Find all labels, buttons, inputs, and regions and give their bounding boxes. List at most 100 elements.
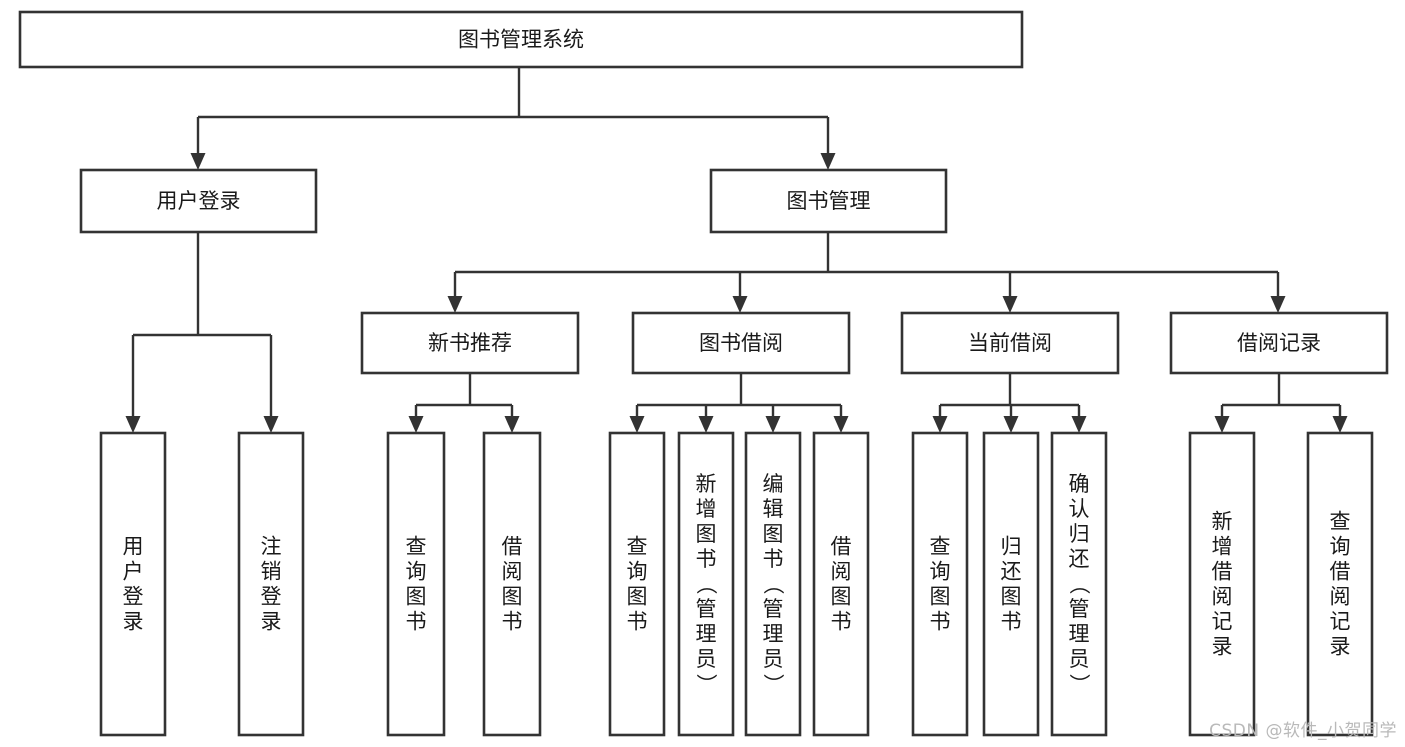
node-book-management[interactable]: 图书管理 <box>709 168 948 234</box>
node-user-login[interactable]: 用户登录 <box>79 168 318 234</box>
node-label: 新书推荐 <box>428 331 512 355</box>
connector-group <box>629 373 849 433</box>
node-label-char: 归 <box>1001 535 1022 559</box>
node-label-char: 注 <box>261 535 282 559</box>
node-label-char: 归 <box>1069 522 1090 546</box>
node-label-char: 书 <box>930 610 951 634</box>
node-label-char: 图 <box>502 585 523 609</box>
node-label-char: 询 <box>406 560 427 584</box>
connector-group <box>408 373 520 433</box>
node-label-char: 借 <box>1212 560 1233 584</box>
node-label-char: 图 <box>930 585 951 609</box>
node-label-char: 书 <box>1001 610 1022 634</box>
node-label-char: 书 <box>502 610 523 634</box>
node-label-char: 记 <box>1212 610 1233 634</box>
connector-layer <box>125 67 1348 433</box>
node-label-char: 图 <box>763 522 784 546</box>
node-label-char: 书 <box>627 610 648 634</box>
node-label-char: 确 <box>1069 472 1090 496</box>
node-label-char: 员 <box>696 647 717 671</box>
node-label-char: 员 <box>763 647 784 671</box>
node-label-char: 理 <box>1069 622 1090 646</box>
node-label-char: 增 <box>696 497 717 521</box>
node-current-borrow[interactable]: 当前借阅 <box>900 311 1120 375</box>
node-root[interactable]: 图书管理系统 <box>18 10 1024 69</box>
node-label-char: 户 <box>123 560 144 584</box>
node-new-book-recommend[interactable]: 新书推荐 <box>360 311 580 375</box>
node-leaf-user-login[interactable]: 用户登录 <box>99 431 167 737</box>
node-label: 借阅记录 <box>1237 331 1321 355</box>
node-borrow-record[interactable]: 借阅记录 <box>1169 311 1389 375</box>
node-label-char: 还 <box>1001 560 1022 584</box>
node-label-char: 登 <box>123 585 144 609</box>
node-label-char: 借 <box>1330 560 1351 584</box>
node-label-char: 图 <box>696 522 717 546</box>
node-label-char: 新 <box>1212 510 1233 534</box>
node-label-char: 查 <box>406 535 427 559</box>
node-label-char: 记 <box>1330 610 1351 634</box>
node-label-char: 图 <box>831 585 852 609</box>
node-label-char: 辑 <box>763 497 784 521</box>
node-label-char: 借 <box>831 535 852 559</box>
node-label-char: 登 <box>261 585 282 609</box>
node-label-char: 理 <box>763 622 784 646</box>
node-label-char: 认 <box>1069 497 1090 521</box>
node-label: 图书借阅 <box>699 331 783 355</box>
node-label-char: 销 <box>261 560 282 584</box>
node-book-borrow[interactable]: 图书借阅 <box>631 311 851 375</box>
node-label-char: 编 <box>763 472 784 496</box>
node-label-char: 书 <box>406 610 427 634</box>
node-label-char: 还 <box>1069 547 1090 571</box>
node-label-char: ） <box>1067 674 1091 695</box>
node-label-char: 阅 <box>1212 585 1233 609</box>
node-label-char: 借 <box>502 535 523 559</box>
node-label-char: 新 <box>696 472 717 496</box>
node-label-char: 查 <box>1330 510 1351 534</box>
node-layer: 图书管理系统用户登录图书管理新书推荐图书借阅当前借阅借阅记录用户登录注销登录查询… <box>18 10 1389 737</box>
csdn-watermark: CSDN @软件_小贺同学 <box>1209 721 1397 741</box>
node-label-char: （ <box>1067 574 1091 595</box>
node-label-char: 理 <box>696 622 717 646</box>
connector-group <box>447 232 1286 313</box>
node-label-char: 增 <box>1212 535 1233 559</box>
node-label: 当前借阅 <box>968 331 1052 355</box>
node-label-char: 图 <box>1001 585 1022 609</box>
node-label-char: 询 <box>930 560 951 584</box>
node-label-char: 录 <box>1212 635 1233 659</box>
node-label: 图书管理系统 <box>458 28 584 52</box>
node-label-char: 管 <box>1069 597 1090 621</box>
node-label-char: 书 <box>763 547 784 571</box>
node-label-char: 录 <box>261 610 282 634</box>
node-label-char: 询 <box>1330 535 1351 559</box>
node-label-char: 阅 <box>1330 585 1351 609</box>
node-label-char: 管 <box>763 597 784 621</box>
node-label: 图书管理 <box>787 189 871 213</box>
node-label-char: 书 <box>696 547 717 571</box>
connector-group <box>125 232 279 433</box>
node-label-char: ） <box>761 674 785 695</box>
node-label-char: 用 <box>123 535 144 559</box>
node-label-char: 书 <box>831 610 852 634</box>
node-label-char: 阅 <box>502 560 523 584</box>
node-label-char: 查 <box>930 535 951 559</box>
node-label-char: 阅 <box>831 560 852 584</box>
node-label-char: 查 <box>627 535 648 559</box>
node-label-char: 管 <box>696 597 717 621</box>
connector-group <box>932 373 1087 433</box>
node-label-char: ） <box>694 674 718 695</box>
node-label-char: 录 <box>123 610 144 634</box>
